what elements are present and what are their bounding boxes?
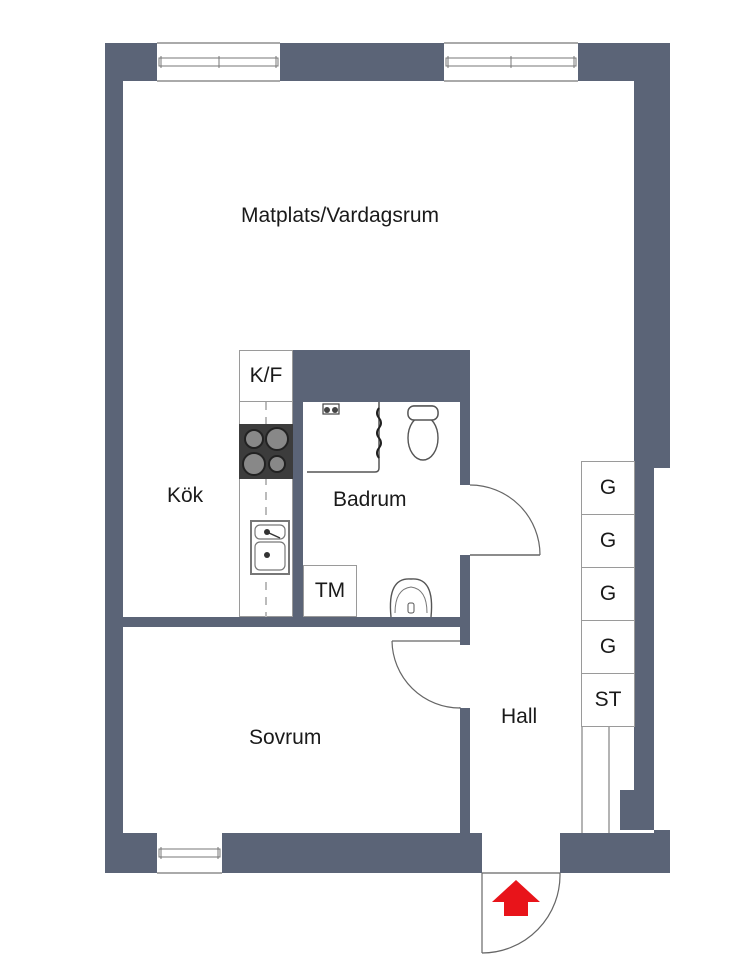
- storage-shelves: [581, 726, 610, 833]
- window-top-right: [444, 42, 578, 82]
- bedroom-hall-wall: [460, 708, 470, 833]
- room-label-bedroom: Sovrum: [249, 726, 322, 749]
- room-label-hall: Hall: [501, 705, 538, 728]
- bathroom-right-wall-bottom: [460, 555, 470, 645]
- shower-icon: [307, 402, 382, 473]
- bathroom-right-wall-top: [460, 350, 470, 485]
- right-wall-lower: [634, 462, 654, 797]
- bathroom-door[interactable]: [469, 484, 542, 556]
- kitchen-bedroom-wall: [123, 617, 470, 627]
- bottom-wall-right: [560, 833, 670, 873]
- wardrobe-label: G: [599, 582, 617, 605]
- wardrobe-4: G: [581, 620, 635, 674]
- window-bottom: [157, 833, 222, 874]
- bathroom-left-wall: [293, 350, 303, 620]
- bedroom-door[interactable]: [391, 627, 462, 709]
- washbasin-icon: [389, 578, 433, 618]
- washing-machine-label: TM: [314, 579, 346, 602]
- wardrobe-1: G: [581, 461, 635, 515]
- wardrobe-label: G: [599, 635, 617, 658]
- left-wall: [105, 43, 123, 873]
- wardrobe-2: G: [581, 514, 635, 568]
- room-label-bathroom: Badrum: [333, 488, 407, 511]
- storage: ST: [581, 673, 635, 727]
- top-wall-middle: [280, 43, 444, 81]
- sink-icon: [250, 520, 290, 575]
- storage-label: ST: [594, 688, 622, 711]
- bathroom-top-wall: [293, 350, 470, 402]
- toilet-icon: [407, 405, 439, 461]
- wardrobe-3: G: [581, 567, 635, 621]
- entrance-door[interactable]: [481, 872, 562, 958]
- bottom-wall-mid: [222, 833, 482, 873]
- right-wall-upper: [634, 43, 670, 468]
- wardrobe-label: G: [599, 476, 617, 499]
- room-label-living: Matplats/Vardagsrum: [241, 204, 440, 227]
- fridge-freezer-label: K/F: [249, 364, 283, 387]
- fridge-freezer: K/F: [239, 350, 293, 402]
- right-wall-notch: [620, 790, 654, 830]
- entrance-arrow-icon: [492, 880, 540, 916]
- room-label-kitchen: Kök: [167, 484, 204, 507]
- bottom-wall-left: [105, 833, 157, 873]
- stove-icon: [239, 424, 293, 479]
- window-top-left: [157, 42, 280, 82]
- washing-machine: TM: [303, 565, 357, 617]
- wardrobe-label: G: [599, 529, 617, 552]
